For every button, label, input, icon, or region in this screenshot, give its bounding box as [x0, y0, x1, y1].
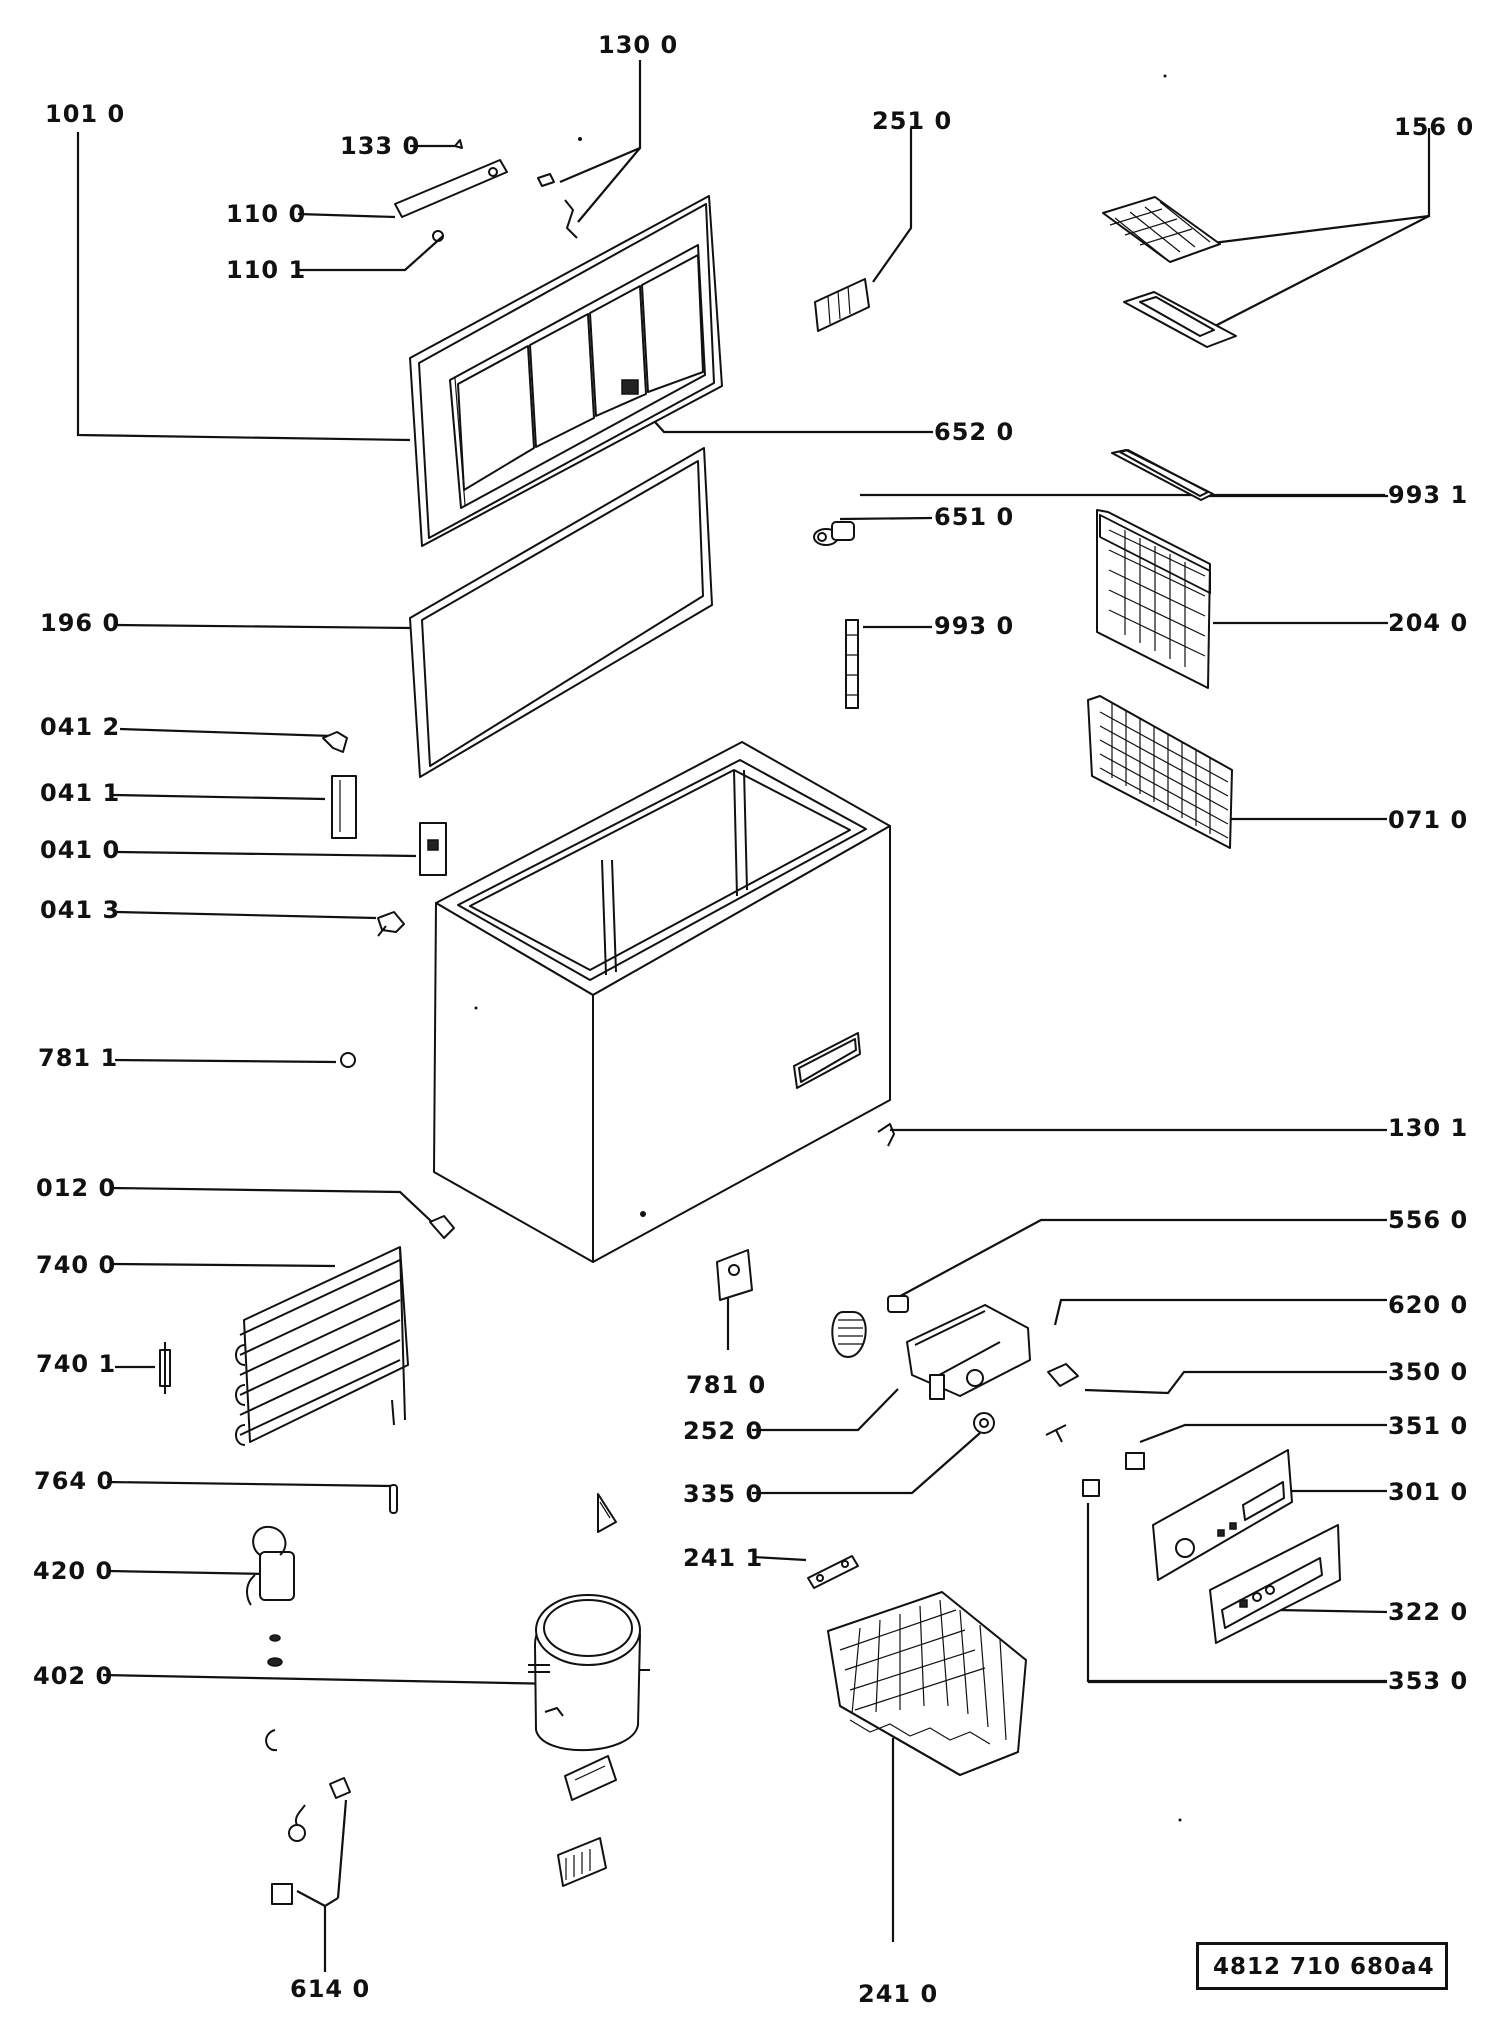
door-gasket [409, 447, 713, 778]
label-350-0: 350 0 [1388, 1358, 1469, 1386]
label-764-0: 764 0 [34, 1467, 115, 1495]
label-041-2: 041 2 [40, 713, 121, 741]
label-301-0: 301 0 [1388, 1478, 1469, 1506]
label-353-0: 353 0 [1388, 1667, 1469, 1695]
label-402-0: 402 0 [33, 1662, 114, 1690]
cabinet [433, 741, 891, 1263]
capacitor-420 [246, 1525, 295, 1752]
part-764 [389, 1484, 398, 1514]
label-993-1: 993 1 [1388, 481, 1469, 509]
panel-322 [1209, 1524, 1341, 1644]
label-351-0: 351 0 [1388, 1412, 1469, 1440]
label-101-0: 101 0 [45, 100, 126, 128]
part-204 [1096, 509, 1211, 689]
part-651 [813, 521, 855, 546]
reference-number-box: 4812 710 680a4 [1196, 1942, 1448, 1990]
label-740-0: 740 0 [36, 1251, 117, 1279]
label-993-0: 993 0 [934, 612, 1015, 640]
label-196-0: 196 0 [40, 609, 121, 637]
part-holder [597, 1493, 617, 1533]
label-740-1: 740 1 [36, 1350, 117, 1378]
scan-specks [474, 74, 1182, 1822]
label-620-0: 620 0 [1388, 1291, 1469, 1319]
part-993-1 [1111, 449, 1214, 501]
part-251 [814, 278, 870, 332]
part-071-rack [1087, 695, 1233, 849]
panel-301 [1152, 1449, 1293, 1581]
label-651-0: 651 0 [934, 503, 1015, 531]
part-781-0 [716, 1249, 753, 1301]
label-241-1: 241 1 [683, 1544, 764, 1572]
part-993-0 [845, 619, 859, 709]
label-130-1: 130 1 [1388, 1114, 1469, 1142]
label-071-0: 071 0 [1388, 806, 1469, 834]
label-652-0: 652 0 [934, 418, 1015, 446]
relay-parts [271, 1755, 617, 1905]
label-556-0: 556 0 [1388, 1206, 1469, 1234]
label-133-0: 133 0 [340, 132, 421, 160]
label-781-1: 781 1 [38, 1044, 119, 1072]
label-041-0: 041 0 [40, 836, 121, 864]
label-012-0: 012 0 [36, 1174, 117, 1202]
label-110-1: 110 1 [226, 256, 307, 284]
condenser-740 [159, 1246, 409, 1446]
label-041-1: 041 1 [40, 779, 121, 807]
left-clips [322, 731, 895, 1239]
label-041-3: 041 3 [40, 896, 121, 924]
control-assembly [831, 1295, 1145, 1497]
ice-tray-156 [1102, 196, 1237, 348]
label-781-0: 781 0 [686, 1371, 767, 1399]
leader-lines [76, 60, 1431, 1972]
compressor-402 [528, 1594, 650, 1752]
label-335-0: 335 0 [683, 1480, 764, 1508]
lid-assembly [409, 195, 723, 547]
label-204-0: 204 0 [1388, 609, 1469, 637]
part-241-1 [807, 1555, 859, 1589]
label-110-0: 110 0 [226, 200, 307, 228]
label-420-0: 420 0 [33, 1557, 114, 1585]
label-241-0: 241 0 [858, 1980, 939, 2008]
lid-hardware [394, 137, 582, 242]
label-252-0: 252 0 [683, 1417, 764, 1445]
label-322-0: 322 0 [1388, 1598, 1469, 1626]
reference-number: 4812 710 680a4 [1213, 1954, 1435, 1980]
basket-241 [827, 1591, 1027, 1776]
label-614-0: 614 0 [290, 1975, 371, 2003]
label-130-0: 130 0 [598, 31, 679, 59]
label-251-0: 251 0 [872, 107, 953, 135]
label-156-0: 156 0 [1394, 113, 1475, 141]
